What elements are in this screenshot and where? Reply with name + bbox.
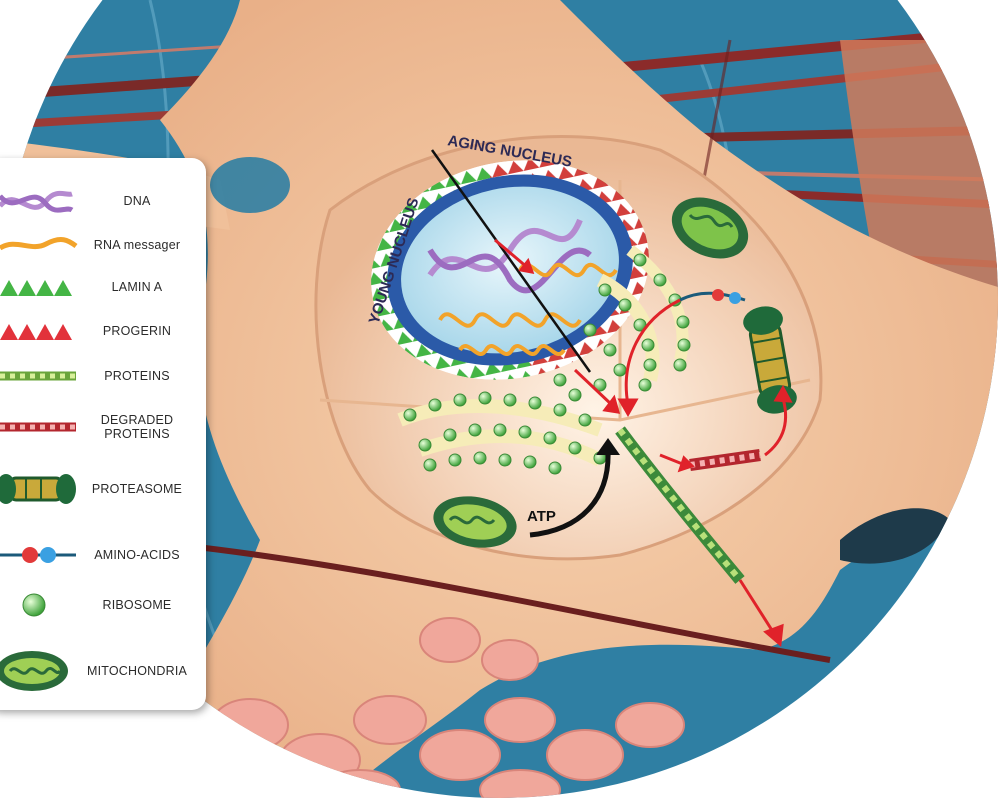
- ribosome-bead: [569, 389, 581, 401]
- ribosome-bead: [479, 392, 491, 404]
- legend-item-progerin: PROGERIN: [0, 306, 206, 356]
- atp-label: ATP: [527, 508, 556, 525]
- degraded-proteins-icon: [0, 402, 86, 452]
- ribosome-bead: [554, 404, 566, 416]
- ribosome-bead: [494, 424, 506, 436]
- legend-label: LAMIN A: [78, 262, 196, 312]
- progerin-icon: [0, 306, 86, 356]
- ribosome-bead: [424, 459, 436, 471]
- ribosome-bead: [504, 394, 516, 406]
- ribosome-bead: [429, 399, 441, 411]
- legend-item-proteins: PROTEINS: [0, 351, 206, 401]
- legend-item-degraded-proteins: DEGRADED PROTEINS: [0, 402, 206, 452]
- legend-label: PROTEINS: [78, 351, 196, 401]
- ribosome-bead: [619, 299, 631, 311]
- legend-item-mitochondria: MITOCHONDRIA: [0, 646, 206, 696]
- legend-item-lamin-a: LAMIN A: [0, 262, 206, 312]
- ribosome-bead: [584, 324, 596, 336]
- legend-label: DNA: [78, 176, 196, 226]
- ribosome-bead: [474, 452, 486, 464]
- legend-label: PROGERIN: [78, 306, 196, 356]
- mitochondria-icon: [0, 646, 86, 696]
- ribosome-bead: [404, 409, 416, 421]
- legend-label: PROTEASOME: [78, 464, 196, 514]
- ribosome-bead: [642, 339, 654, 351]
- ribosome-bead: [419, 439, 431, 451]
- ribosome-bead: [499, 454, 511, 466]
- ribosome-icon: [0, 580, 86, 630]
- dna-icon: [0, 176, 86, 226]
- ribosome-bead: [579, 414, 591, 426]
- legend-label: DEGRADED PROTEINS: [78, 402, 196, 452]
- legend-item-dna: DNA: [0, 176, 206, 226]
- ribosome-bead: [469, 424, 481, 436]
- legend-item-amino-acids: AMINO-ACIDS: [0, 530, 206, 580]
- ribosome-bead: [634, 254, 646, 266]
- ribosome-bead: [604, 344, 616, 356]
- ribosome-bead: [529, 397, 541, 409]
- ribosome-bead: [674, 359, 686, 371]
- ribosome-bead: [599, 284, 611, 296]
- legend-item-ribosome: RIBOSOME: [0, 580, 206, 630]
- ribosome-bead: [678, 339, 690, 351]
- ribosome-bead: [569, 442, 581, 454]
- proteins-icon: [0, 351, 86, 401]
- ribosome-bead: [677, 316, 689, 328]
- ribosome-bead: [644, 359, 656, 371]
- ribosome-bead: [544, 432, 556, 444]
- legend-label: AMINO-ACIDS: [78, 530, 196, 580]
- amino-acids-icon: [0, 530, 86, 580]
- legend-panel: DNA RNA messager LAMIN A PROGERIN P: [0, 158, 206, 710]
- ribosome-bead: [554, 374, 566, 386]
- ribosome-bead: [639, 379, 651, 391]
- ribosome-bead: [519, 426, 531, 438]
- lamin-a-icon: [0, 262, 86, 312]
- ribosome-bead: [549, 462, 561, 474]
- proteasome-icon: [0, 464, 86, 514]
- ribosome-bead: [444, 429, 456, 441]
- ribosome-bead: [654, 274, 666, 286]
- ribosome-bead: [614, 364, 626, 376]
- ribosome-bead: [449, 454, 461, 466]
- legend-label: MITOCHONDRIA: [78, 646, 196, 696]
- legend-item-proteasome: PROTEASOME: [0, 464, 206, 514]
- ribosome-bead: [454, 394, 466, 406]
- legend-label: RIBOSOME: [78, 580, 196, 630]
- ribosome-bead: [524, 456, 536, 468]
